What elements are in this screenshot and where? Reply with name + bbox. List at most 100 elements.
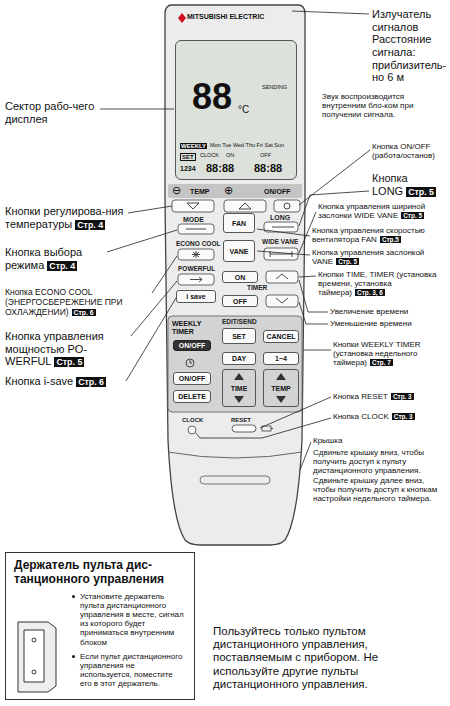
remote-label-group: WIDE VANE (262, 239, 298, 246)
callout-group: Увеличение времени (330, 307, 448, 316)
set-button: SET (222, 328, 256, 344)
button-label: DAY (232, 355, 246, 362)
button-name: MODE (183, 216, 204, 223)
remote-label-group: POWERFUL (178, 266, 215, 273)
callout-text: Уменьшение времени (330, 319, 412, 328)
panel-text: SENDING (262, 85, 287, 91)
button-name: WIDE VANE (262, 238, 298, 245)
button-label: TIME (231, 385, 248, 392)
panel-text: CLOCK (200, 153, 219, 159)
panel-text: 88:88 (254, 163, 282, 174)
panel-text: MITSUBISHI ELECTRIC (187, 13, 264, 20)
callout-group: Сдвиньте крышку вниз, чтобы получить дос… (313, 448, 448, 503)
callout-text: Крышка (313, 436, 342, 445)
callout-group: Крышка (313, 436, 448, 445)
remote-housing (165, 5, 305, 545)
button-label: DELETE (178, 393, 206, 400)
panel-text: 1234 (180, 165, 196, 172)
callout-group: Кнопка LONGСтр. 5 (372, 172, 450, 197)
temp-bar: ⊖TEMP⊕ON/OFF (168, 184, 302, 198)
callout-group: Кнопки регулирова-ния температурыСтр. 4 (5, 205, 125, 230)
page-ref: Стр. 3, 6 (355, 289, 385, 296)
callout-text: Кнопка управления заслонкой VANE (312, 248, 424, 266)
weekly-onoff-button: ON/OFF (173, 340, 211, 351)
remote-body: MITSUBISHI ELECTRICSENDING88°CWEEKLYMon … (165, 5, 305, 545)
callout-group: Пользуйтесь только пультом дистанционног… (213, 625, 447, 691)
holder-bullet: Если пульт дистанционного управления не … (72, 652, 186, 689)
callout-text: Кнопка ECONO COOL (ЭНЕРГОСБЕРЕЖЕНИЕ ПРИ … (5, 287, 123, 317)
panel-text: Mon Tue Wed Thu Fri Sat Sun (210, 143, 284, 149)
button-label: 1~4 (275, 355, 287, 362)
panel-text: ON/OFF (264, 188, 290, 195)
page-ref: Стр. 5 (406, 187, 436, 197)
page-ref: Стр. 3 (391, 393, 414, 400)
button-label: FAN (232, 220, 246, 227)
button-label: CANCEL (266, 333, 295, 340)
callout-text: Кнопка i-save (5, 375, 73, 387)
button-label: ON/OFF (179, 375, 205, 382)
button-label: ON (235, 274, 246, 281)
button-name: CLOCK (182, 417, 203, 423)
button-name: TIMER (247, 284, 267, 291)
remote-label-group: RESET (231, 417, 251, 423)
display-panel: SENDING88°CWEEKLYMon Tue Wed Thu Fri Sat… (175, 40, 297, 180)
button-label: TEMP (271, 385, 290, 392)
button-name: EDIT/SEND (222, 318, 257, 325)
callout-group: Кнопка выбора режимаСтр. 4 (5, 246, 105, 271)
page-ref: Стр. 5 (401, 212, 424, 219)
callout-group: Кнопка ON/OFF (работа/останов) (372, 142, 450, 160)
timer-on-button: ON (222, 271, 258, 283)
vane-button: VANE (223, 240, 255, 262)
day-button: DAY (222, 352, 256, 365)
panel-text: ON (226, 153, 234, 159)
page-ref: Стр. 6 (72, 309, 96, 316)
panel-text: 88 (192, 79, 232, 115)
panel-text: WEEKLY TIMER (172, 320, 216, 336)
remote-label-group: CLOCK (182, 417, 203, 423)
page-ref: Стр. 7 (370, 359, 393, 366)
button-label: ON/OFF (179, 342, 205, 349)
callout-text: Кнопка ON/OFF (работа/останов) (372, 142, 435, 160)
panel-text: OFF (260, 153, 271, 159)
page-ref: Стр. 4 (75, 220, 105, 230)
callout-text: Кнопка CLOCK (333, 412, 389, 421)
isave-button: i save (176, 290, 216, 303)
remote-label-group: EDIT/SEND (222, 319, 257, 326)
page-ref: Стр. 6 (76, 377, 106, 387)
fan-button: FAN (223, 213, 255, 233)
callout-text: Кнопка RESET (333, 392, 388, 401)
callout-group: Кнопка управления скоростью вентилятора … (312, 226, 448, 244)
callout-group: Излучатель сигналов Расстояние сигнала: … (372, 8, 450, 84)
callout-group: Кнопка управления шириной заслонки WIDE … (318, 202, 448, 220)
timer-off-button: OFF (222, 295, 258, 307)
callout-group: Кнопка ECONO COOL (ЭНЕРГОСБЕРЕЖЕНИЕ ПРИ … (5, 288, 150, 317)
remote-label-group: LONG (270, 214, 290, 221)
button-name: ECONO COOL (176, 240, 220, 247)
panel-text: TEMP (190, 188, 209, 195)
holder-drawing (18, 622, 56, 692)
page-ref: Стр. 5 (336, 258, 359, 265)
callout-group: Кнопки WEEKLY TIMER (установка недельног… (333, 340, 448, 368)
callout-text: Кнопка управления скоростью вентилятора … (312, 226, 425, 244)
callout-text: Сектор рабо-чего дисплея (5, 100, 94, 125)
callout-group: Кнопка управления заслонкой VANEСтр. 5 (312, 248, 448, 266)
panel-text: °C (238, 105, 249, 115)
holder-box: Держатель пульта дис-танционного управле… (5, 552, 195, 700)
panel-text: 88:88 (206, 163, 234, 174)
callout-group: Сектор рабо-чего дисплея (5, 100, 100, 125)
page-ref: Стр. 3 (392, 413, 415, 420)
callout-text: Кнопки регулирова-ния температуры (5, 205, 124, 230)
weekly-panel: WEEKLY TIMERON/OFFSETCANCELDAY1~4ON/OFFD… (168, 316, 302, 412)
remote-label-group: MODE (183, 216, 204, 223)
remote-label-group: TIMER (247, 285, 267, 292)
button-label: OFF (233, 298, 247, 305)
callout-group: Кнопка CLOCKСтр. 3 (333, 412, 448, 421)
holder-heading: Держатель пульта дис-танционного управле… (14, 559, 186, 587)
callout-group: Кнопка i-saveСтр. 6 (5, 375, 155, 388)
callout-text: Пользуйтесь только пультом дистанционног… (213, 625, 378, 690)
cancel-button: CANCEL (263, 330, 299, 343)
callout-group: Кнопки TIME, TIMER (установка времени, у… (318, 270, 448, 298)
button-label: i save (186, 293, 205, 300)
callout-text: Увеличение времени (330, 307, 408, 316)
